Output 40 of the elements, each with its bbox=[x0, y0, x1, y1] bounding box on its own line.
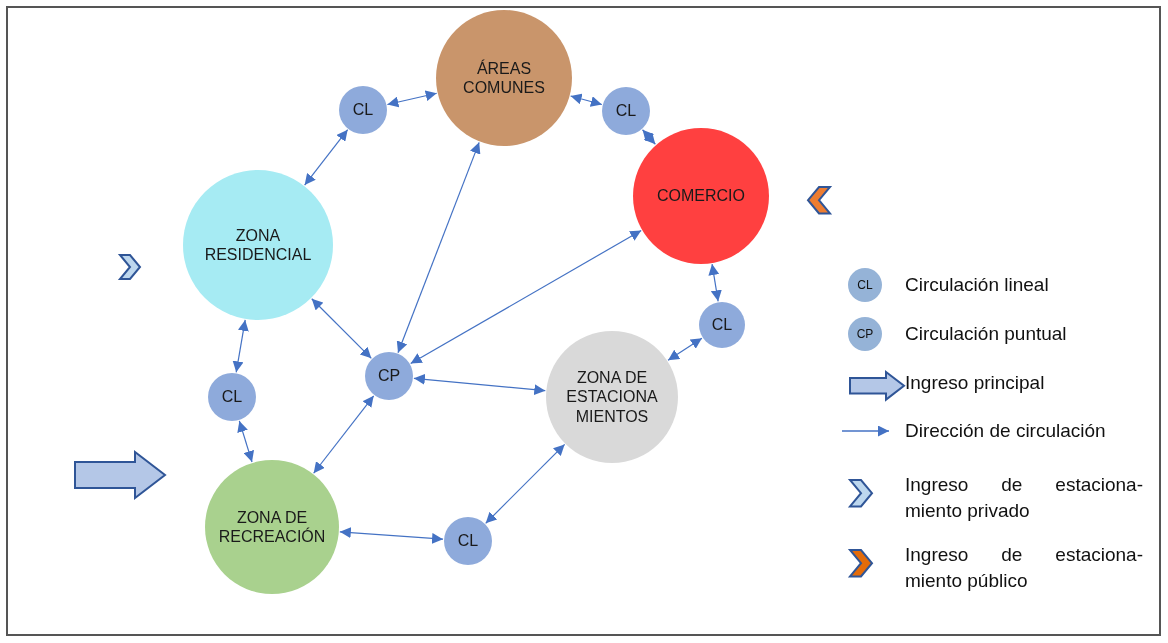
circulation-circle bbox=[602, 87, 650, 135]
legend-text: Ingreso de estaciona- miento público bbox=[905, 543, 1143, 593]
double-arrow bbox=[485, 443, 566, 524]
double-arrow bbox=[413, 373, 546, 396]
node-label: CP bbox=[376, 366, 402, 386]
circulation-circle bbox=[208, 373, 256, 421]
double-arrow bbox=[237, 420, 254, 463]
double-arrow bbox=[410, 229, 642, 365]
node-label: ZONA DE RECREACIÓN bbox=[217, 507, 327, 547]
circulation-circle bbox=[339, 86, 387, 134]
double-arrow bbox=[339, 527, 444, 544]
node-label: ÁREAS COMUNES bbox=[462, 58, 546, 98]
double-arrow bbox=[232, 319, 249, 373]
double-arrow bbox=[313, 395, 375, 474]
double-arrow bbox=[708, 263, 722, 302]
double-arrow bbox=[311, 298, 372, 359]
legend-text: Ingreso de estaciona- miento privado bbox=[905, 473, 1143, 523]
legend-text: Circulación lineal bbox=[905, 273, 1049, 297]
legend-text: Circulación puntual bbox=[905, 322, 1067, 346]
circulation-circle bbox=[365, 352, 413, 400]
legend-text: Dirección de circulación bbox=[905, 419, 1106, 443]
node-label: CL bbox=[220, 387, 244, 407]
node-label: CL bbox=[351, 100, 375, 120]
circulation-circle bbox=[444, 517, 492, 565]
double-arrow bbox=[641, 129, 656, 145]
double-arrow bbox=[667, 337, 703, 361]
circulation-circle bbox=[699, 302, 745, 348]
swatch-label: CL bbox=[857, 278, 873, 292]
node-label: ZONA DE ESTACIONA MIENTOS bbox=[565, 368, 659, 426]
double-arrow bbox=[386, 90, 438, 108]
node-label: ZONA RESIDENCIAL bbox=[203, 225, 313, 265]
node-label: CL bbox=[614, 101, 638, 121]
double-arrow bbox=[570, 93, 603, 107]
double-arrow bbox=[396, 141, 481, 354]
node-label: COMERCIO bbox=[656, 186, 746, 206]
node-label: CL bbox=[710, 315, 734, 335]
legend-text: Ingreso principal bbox=[905, 371, 1045, 395]
double-arrow bbox=[304, 129, 349, 186]
swatch-label: CP bbox=[856, 327, 874, 341]
node-label: CL bbox=[456, 531, 480, 551]
